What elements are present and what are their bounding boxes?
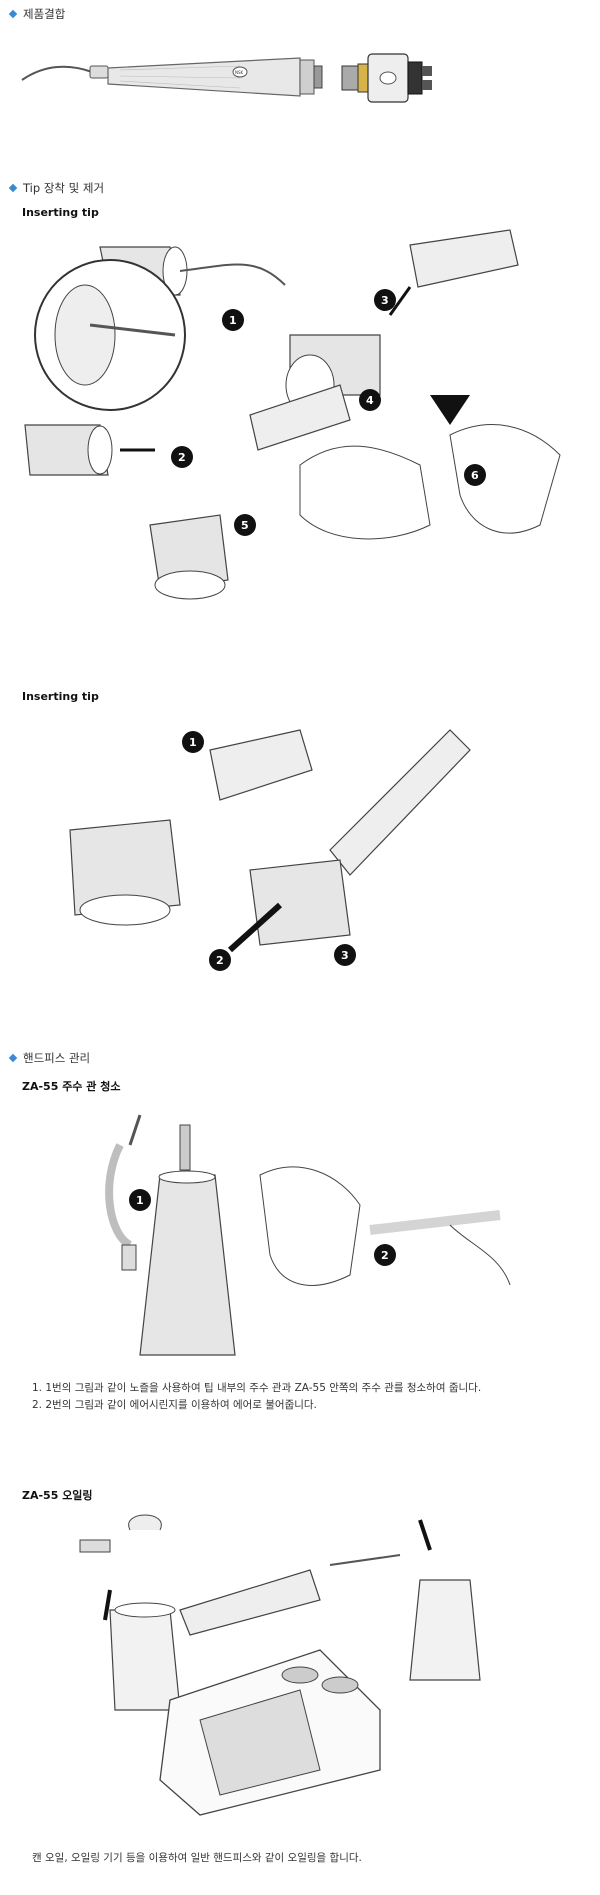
step-number: 2: [178, 451, 186, 464]
step-number: 2: [381, 1249, 389, 1262]
step-number: 2: [216, 954, 224, 967]
brand-badge: [232, 66, 248, 78]
figure-inserting-tip-steps-2: 1 2 3: [69, 729, 471, 971]
figure-product-assembly: NSK: [21, 53, 432, 103]
bullet-icon: [8, 1053, 18, 1063]
section-title-product: 제품결합: [8, 6, 66, 22]
section-title-text: 핸드피스 관리: [23, 1051, 91, 1065]
figure-inserting-tip-steps: 1 3 4 2 5 6: [24, 229, 561, 600]
care-note-list: 1. 1번의 그림과 같이 노즐을 사용하여 팁 내부의 주수 관과 ZA-55…: [32, 1380, 481, 1414]
subheading-za55-oiling: ZA-55 오일링: [22, 1489, 93, 1502]
section-title-text: Tip 장착 및 제거: [23, 181, 105, 195]
care-note-item: 2. 2번의 그림과 같이 에어시린지를 이용하여 에어로 불어줍니다.: [32, 1399, 317, 1411]
bullet-icon: [8, 9, 18, 19]
figure-cleaning: 1 2: [105, 1114, 511, 1356]
quick-coupler-front: [341, 65, 359, 91]
subheading-za55-cleaning: ZA-55 주수 관 청소: [22, 1080, 121, 1093]
step-number: 5: [241, 519, 249, 532]
scaler-tip: [21, 65, 93, 81]
section-title-care: 핸드피스 관리: [8, 1050, 91, 1066]
step-number: 1: [229, 314, 237, 327]
handpiece-body: [107, 57, 301, 97]
care-note-item: 1. 1번의 그림과 같이 노즐을 사용하여 팁 내부의 주수 관과 ZA-55…: [32, 1382, 482, 1394]
subheading-inserting-tip-1: Inserting tip: [22, 206, 99, 219]
step-number: 1: [189, 736, 197, 749]
step-number: 6: [471, 469, 479, 482]
section-title-text: 제품결합: [23, 7, 66, 21]
step-number: 1: [136, 1194, 144, 1207]
bullet-icon: [8, 183, 18, 193]
section-title-tip: Tip 장착 및 제거: [8, 180, 105, 196]
handpiece-coupler-end: [299, 59, 315, 95]
step-number: 3: [381, 294, 389, 307]
subheading-inserting-tip-2: Inserting tip: [22, 690, 99, 703]
step-number: 3: [341, 949, 349, 962]
brand-text: NSK: [235, 70, 244, 75]
figure-oiling: [79, 1514, 481, 1816]
tip-base: [89, 65, 109, 79]
step-number: 4: [366, 394, 374, 407]
oiling-note: 캔 오일, 오일링 기기 등을 이용하여 일반 핸드피스와 같이 오일링을 합니…: [32, 1852, 362, 1864]
